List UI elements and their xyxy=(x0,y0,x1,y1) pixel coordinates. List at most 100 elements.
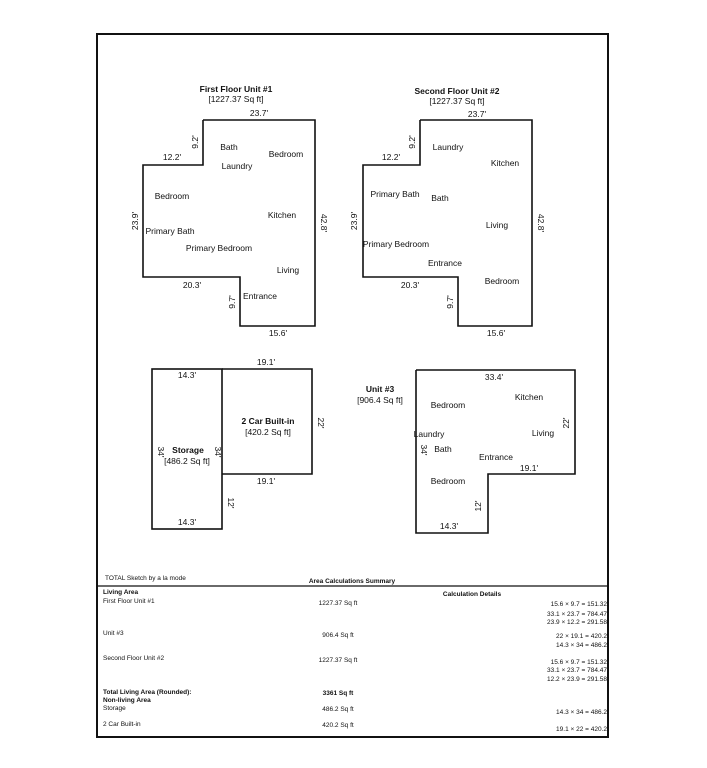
room-label: Bedroom xyxy=(269,149,304,159)
unit-1-dim-bottom-left: 20.3' xyxy=(183,280,202,290)
unit-1-dim-notch: 9.2' xyxy=(190,135,200,149)
room-label: Bedroom xyxy=(431,400,466,410)
summary-row-name: 2 Car Built-in xyxy=(103,721,141,728)
unit-3-dim-notch: 12' xyxy=(473,500,483,511)
garage-outline xyxy=(222,368,313,475)
total-living-value: 3361 Sq ft xyxy=(323,690,355,697)
summary-row-name: Second Floor Unit #2 xyxy=(103,655,164,662)
storage-dim-inner: 34' xyxy=(213,446,223,457)
summary-row-area: 906.4 Sq ft xyxy=(322,632,354,639)
garage-dim-bottom: 19.1' xyxy=(257,476,276,486)
room-label: Living xyxy=(277,265,299,275)
room-label: Living xyxy=(486,220,508,230)
room-label: Primary Bedroom xyxy=(363,239,429,249)
garage-area: [420.2 Sq ft] xyxy=(245,427,291,437)
unit-2-title: Second Floor Unit #2 xyxy=(414,86,499,96)
unit-2-dim-top: 23.7' xyxy=(468,109,487,119)
garage-dim-side: 12' xyxy=(226,497,236,508)
room-label: Laundry xyxy=(222,161,253,171)
unit-2-dim-notch: 9.2' xyxy=(407,135,417,149)
unit-1-title: First Floor Unit #1 xyxy=(200,84,273,94)
room-label: Entrance xyxy=(243,291,277,301)
storage-title: Storage xyxy=(172,445,204,455)
room-label: Kitchen xyxy=(268,210,297,220)
summary-title: Area Calculations Summary xyxy=(309,578,396,585)
unit-3-dim-top: 33.4' xyxy=(485,372,504,382)
unit-2-outline xyxy=(362,119,533,327)
room-label: Primary Bedroom xyxy=(186,243,252,253)
summary-row-area: 1227.37 Sq ft xyxy=(319,600,358,607)
unit-1-dim-bottom-notch: 9.7' xyxy=(227,295,237,309)
storage-dim-left: 34' xyxy=(156,446,166,457)
room-label: Entrance xyxy=(479,452,513,462)
unit-2-dim-right: 42.8' xyxy=(536,214,546,233)
room-label: Kitchen xyxy=(491,158,520,168)
summary-row-area: 486.2 Sq ft xyxy=(322,706,354,713)
unit-1-plan: First Floor Unit #1 [1227.37 Sq ft] 23.7… xyxy=(130,84,329,338)
unit-3-dim-bottom: 14.3' xyxy=(440,521,459,531)
summary-calc: 33.1 × 23.7 = 784.47 xyxy=(547,667,607,674)
room-label: Laundry xyxy=(414,429,445,439)
living-area-heading: Living Area xyxy=(103,589,139,596)
room-label: Bath xyxy=(431,193,449,203)
storage-outline xyxy=(151,368,223,530)
summary-row-area: 1227.37 Sq ft xyxy=(319,657,358,664)
room-label: Bedroom xyxy=(155,191,190,201)
storage-dim-top: 14.3' xyxy=(178,370,197,380)
area-summary: TOTAL Sketch by a la mode Area Calculati… xyxy=(97,575,609,733)
calc-details-heading: Calculation Details xyxy=(443,591,502,598)
room-label: Bedroom xyxy=(431,476,466,486)
summary-row-name: Unit #3 xyxy=(103,630,124,637)
unit-1-dim-step: 12.2' xyxy=(163,152,182,162)
sketch-credit: TOTAL Sketch by a la mode xyxy=(105,575,186,582)
summary-calc: 22 × 19.1 = 420.2 xyxy=(556,633,607,640)
storage-dim-bottom: 14.3' xyxy=(178,517,197,527)
unit-1-area: [1227.37 Sq ft] xyxy=(208,94,263,104)
summary-calc: 33.1 × 23.7 = 784.47 xyxy=(547,611,607,618)
unit-3-dim-right: 22' xyxy=(561,417,571,428)
garage-title: 2 Car Built-in xyxy=(242,416,295,426)
garage-dim-top: 19.1' xyxy=(257,357,276,367)
unit-3-dim-step: 19.1' xyxy=(520,463,539,473)
room-label: Kitchen xyxy=(515,392,544,402)
unit-3-plan: Unit #3 [906.4 Sq ft] 33.4' 22' 34' 19.1… xyxy=(357,369,576,534)
unit-3-dim-left: 34' xyxy=(419,444,429,455)
unit-1-dim-bottom: 15.6' xyxy=(269,328,288,338)
unit-3-outline xyxy=(415,369,576,534)
summary-calc: 12.2 × 23.9 = 291.58 xyxy=(547,676,607,683)
summary-row-name: Storage xyxy=(103,705,126,712)
unit-1-dim-left: 23.9' xyxy=(130,212,140,231)
unit-2-dim-bottom: 15.6' xyxy=(487,328,506,338)
summary-calc: 23.9 × 12.2 = 291.58 xyxy=(547,619,607,626)
room-label: Primary Bath xyxy=(145,226,194,236)
unit-1-dim-right: 42.8' xyxy=(319,214,329,233)
room-label: Entrance xyxy=(428,258,462,268)
summary-row-name: First Floor Unit #1 xyxy=(103,598,155,605)
unit-2-dim-step: 12.2' xyxy=(382,152,401,162)
total-living-label: Total Living Area (Rounded): xyxy=(103,689,191,696)
summary-row-area: 420.2 Sq ft xyxy=(322,722,354,729)
unit-3-title: Unit #3 xyxy=(366,384,395,394)
room-label: Primary Bath xyxy=(370,189,419,199)
room-label: Laundry xyxy=(433,142,464,152)
room-label: Bedroom xyxy=(485,276,520,286)
unit-2-dim-left: 23.9' xyxy=(349,212,359,231)
summary-calc: 15.6 × 9.7 = 151.32 xyxy=(551,659,608,666)
summary-calc: 15.6 × 9.7 = 151.32 xyxy=(551,601,608,608)
room-label: Bath xyxy=(434,444,452,454)
summary-calc: 14.3 × 34 = 486.2 xyxy=(556,642,607,649)
unit-2-dim-bottom-left: 20.3' xyxy=(401,280,420,290)
unit-3-area: [906.4 Sq ft] xyxy=(357,395,403,405)
storage-area: [486.2 Sq ft] xyxy=(164,456,210,466)
summary-calc: 14.3 × 34 = 486.2 xyxy=(556,709,607,716)
unit-1-outline xyxy=(142,119,316,327)
summary-calc: 19.1 × 22 = 420.2 xyxy=(556,726,607,733)
non-living-heading: Non-living Area xyxy=(103,697,151,704)
unit-2-dim-bottom-notch: 9.7' xyxy=(445,295,455,309)
unit-2-area: [1227.37 Sq ft] xyxy=(429,96,484,106)
unit-2-plan: Second Floor Unit #2 [1227.37 Sq ft] 23.… xyxy=(349,86,546,338)
garage-dim-right: 22' xyxy=(316,417,326,428)
room-label: Bath xyxy=(220,142,238,152)
unit-1-dim-top: 23.7' xyxy=(250,108,269,118)
